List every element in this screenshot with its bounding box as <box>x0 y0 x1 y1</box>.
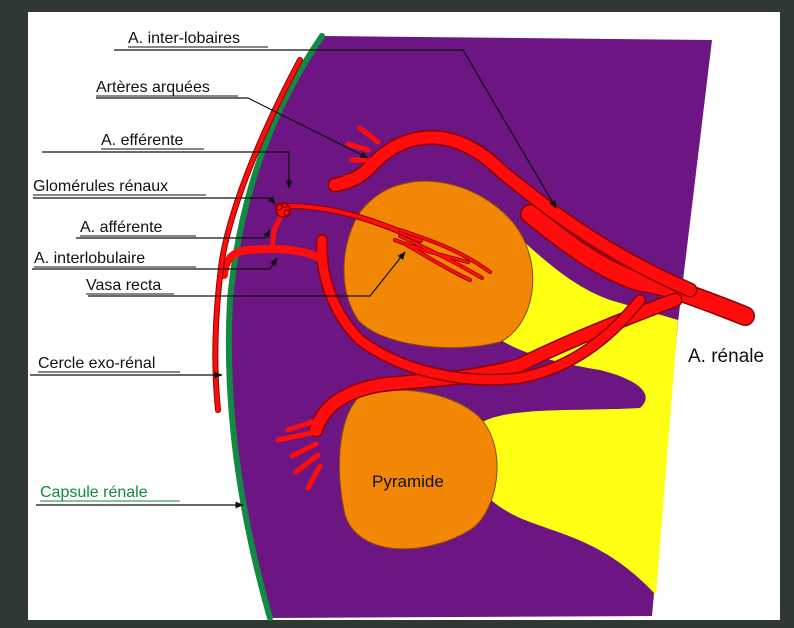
label-capsule-renale: Capsule rénale <box>40 484 148 501</box>
label-inter-lobaires: A. inter-lobaires <box>128 30 240 47</box>
label-a-renale: A. rénale <box>688 346 764 367</box>
label-pyramide: Pyramide <box>372 472 444 491</box>
label-glomerules: Glomérules rénaux <box>33 178 168 195</box>
label-afferente: A. afférente <box>80 219 163 236</box>
label-vasa-recta: Vasa recta <box>86 277 161 294</box>
glomerulus <box>276 203 290 218</box>
label-arteres-arquees: Artères arquées <box>96 79 210 96</box>
label-efferente: A. efférente <box>101 132 184 149</box>
label-cercle-exo-renal: Cercle exo-rénal <box>38 355 155 372</box>
label-interlobulaire: A. interlobulaire <box>34 250 145 267</box>
pyramid-lower <box>339 390 497 549</box>
